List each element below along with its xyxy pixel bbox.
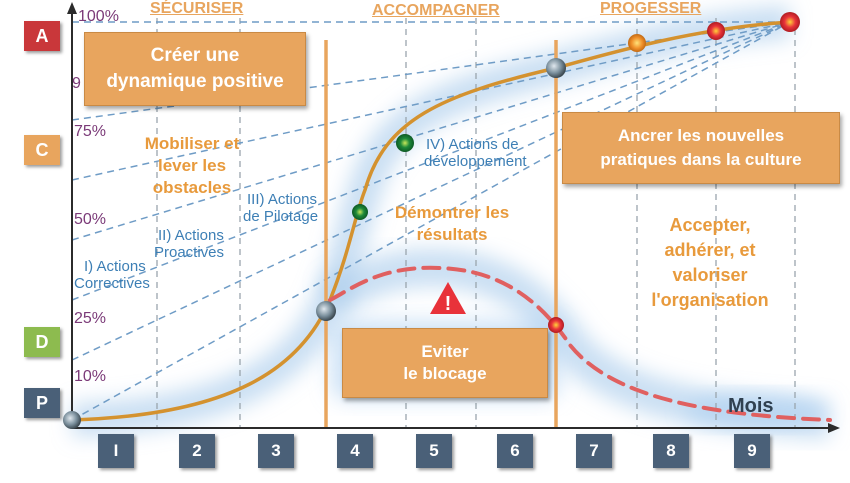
risk-curve	[328, 265, 832, 422]
demontrer-text: Démontrer les résultats	[384, 202, 520, 246]
pct-50: 50%	[74, 211, 107, 228]
level-d-badge: D	[24, 327, 60, 357]
mobiliser-line2: lever les	[157, 156, 227, 175]
convergence-line	[71, 21, 791, 361]
convergence-line	[71, 21, 791, 241]
pct-25: 25%	[74, 310, 107, 327]
actions-proactives: II) Actions Proactives	[154, 227, 224, 261]
convergence-line	[71, 21, 791, 181]
phase-accompagner: ACCOMPAGNER	[372, 2, 500, 19]
ancrer-box: Ancrer les nouvelles pratiques dans la c…	[562, 112, 840, 184]
actions-correctives: I) Actions Correctives	[74, 258, 150, 292]
actions-proactives-line2: Proactives	[154, 244, 225, 261]
actions-correctives-line2: Correctives	[74, 275, 150, 292]
month-2: 2	[179, 434, 215, 468]
actions-developpement-line2: développement	[424, 153, 527, 170]
mobiliser-line1: Mobiliser et	[144, 134, 240, 153]
y-axis-arrow	[67, 2, 77, 14]
actions-proactives-line1: II) Actions	[158, 227, 224, 244]
month-9: 9	[734, 434, 770, 468]
red-point-icon	[780, 12, 800, 32]
pct-100: 100%	[78, 8, 119, 25]
globe-point-icon	[546, 58, 566, 78]
accepter-line2: adhérer, et	[664, 240, 756, 260]
accepter-line3: valoriser	[672, 265, 748, 285]
month-5: 5	[416, 434, 452, 468]
actions-correctives-line1: I) Actions	[84, 258, 146, 275]
accepter-text: Accepter, adhérer, et valoriser l'organi…	[636, 213, 784, 313]
curve-points	[63, 12, 800, 429]
actions-pilotage-line1: III) Actions	[247, 191, 318, 208]
green-point-icon	[396, 134, 414, 152]
eviter-line1: Eviter	[421, 342, 469, 361]
demontrer-line2: résultats	[416, 225, 488, 244]
phase-securiser: SÉCURISER	[150, 0, 244, 17]
actions-pilotage: III) Actions de Pilotage	[243, 191, 318, 225]
month-7: 7	[576, 434, 612, 468]
orange-point-icon	[628, 34, 646, 52]
phase-progresser: PROGESSER	[600, 0, 702, 17]
level-c-badge: C	[24, 135, 60, 165]
axis-label-mois: Mois	[728, 395, 774, 417]
month-4: 4	[337, 434, 373, 468]
red-point-icon	[548, 317, 564, 333]
actions-developpement: IV) Actions de développement	[424, 136, 527, 170]
level-a-badge: A	[24, 21, 60, 51]
warning-symbol: !	[445, 293, 452, 315]
demontrer-line1: Démontrer les	[394, 203, 510, 222]
warning-icon: !	[430, 282, 466, 315]
mobiliser-text: Mobiliser et lever les obstacles	[132, 133, 252, 199]
actions-developpement-line1: IV) Actions de	[426, 136, 519, 153]
x-axis-arrow	[828, 423, 840, 433]
green-point-icon	[352, 204, 368, 220]
eviter-box: Eviter le blocage	[342, 328, 548, 398]
actions-pilotage-line2: de Pilotage	[243, 208, 319, 225]
ancrer-text: Ancrer les nouvelles pratiques dans la c…	[600, 126, 802, 169]
month-3: 3	[258, 434, 294, 468]
accepter-line1: Accepter,	[669, 215, 751, 235]
pilotage-globe-icon	[316, 301, 336, 321]
convergence-line	[71, 21, 791, 421]
dynamique-box: Créer une dynamique positive	[84, 32, 306, 106]
pct-75: 75%	[74, 123, 107, 140]
level-p-badge: P	[24, 388, 60, 418]
month-6: 6	[497, 434, 533, 468]
month-8: 8	[653, 434, 689, 468]
accepter-line4: l'organisation	[651, 290, 769, 310]
month-1: I	[98, 434, 134, 468]
red-point-icon	[707, 22, 725, 40]
start-globe-icon	[63, 411, 81, 429]
pct-10: 10%	[74, 368, 107, 385]
eviter-line2: le blocage	[403, 364, 487, 383]
stray-char: 9	[72, 75, 81, 92]
s-curve	[71, 20, 791, 422]
mobiliser-line3: obstacles	[152, 178, 232, 197]
dynamique-text: Créer une dynamique positive	[106, 45, 284, 92]
convergence-line	[71, 21, 791, 301]
